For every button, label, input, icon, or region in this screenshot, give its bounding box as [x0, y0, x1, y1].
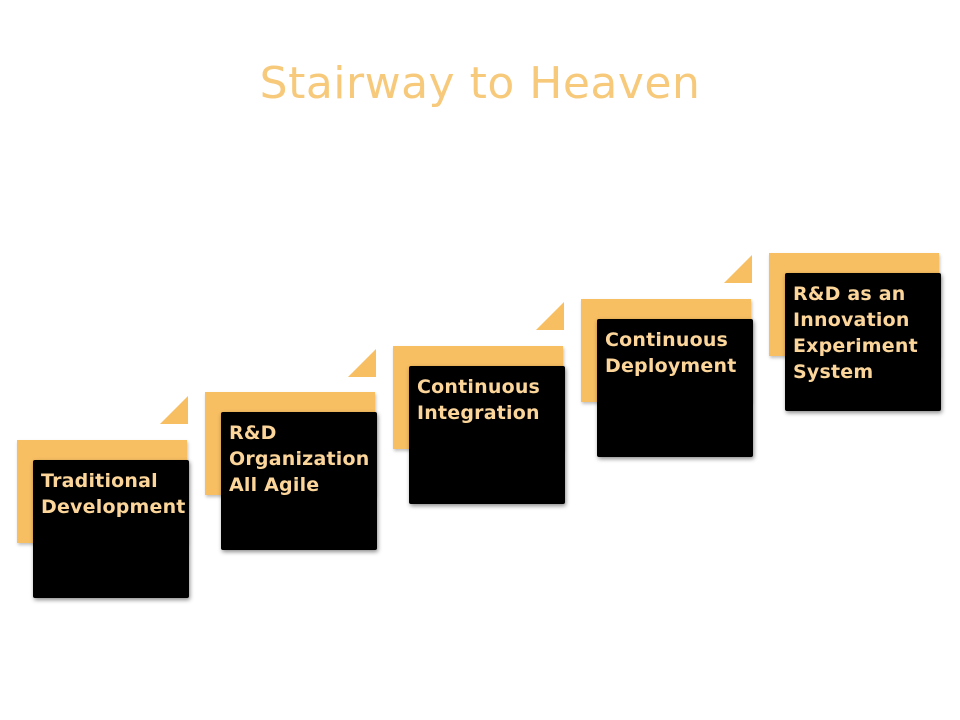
step-card: Continuous Integration — [409, 366, 565, 504]
stair-step-traditional-development: Traditional Development — [17, 440, 189, 598]
stair-connector — [160, 396, 188, 424]
step-card: R&D Organization All Agile — [221, 412, 377, 550]
step-label: Continuous Integration — [417, 376, 541, 424]
stair-step-continuous-deployment: Continuous Deployment — [581, 299, 753, 457]
stair-connector — [536, 302, 564, 330]
step-label: R&D Organization All Agile — [229, 422, 370, 496]
step-label: R&D as an Innovation Experiment System — [793, 283, 918, 383]
stair-step-continuous-integration: Continuous Integration — [393, 346, 565, 504]
step-card: Traditional Development — [33, 460, 189, 598]
stair-connector — [348, 349, 376, 377]
step-card: Continuous Deployment — [597, 319, 753, 457]
step-label: Continuous Deployment — [605, 329, 737, 377]
step-label: Traditional Development — [41, 470, 186, 518]
stair-step-rd-innovation-experiment-system: R&D as an Innovation Experiment System — [769, 253, 941, 411]
stair-connector — [724, 255, 752, 283]
step-card: R&D as an Innovation Experiment System — [785, 273, 941, 411]
stair-step-rd-organization-all-agile: R&D Organization All Agile — [205, 392, 377, 550]
slide-title: Stairway to Heaven — [259, 58, 701, 109]
